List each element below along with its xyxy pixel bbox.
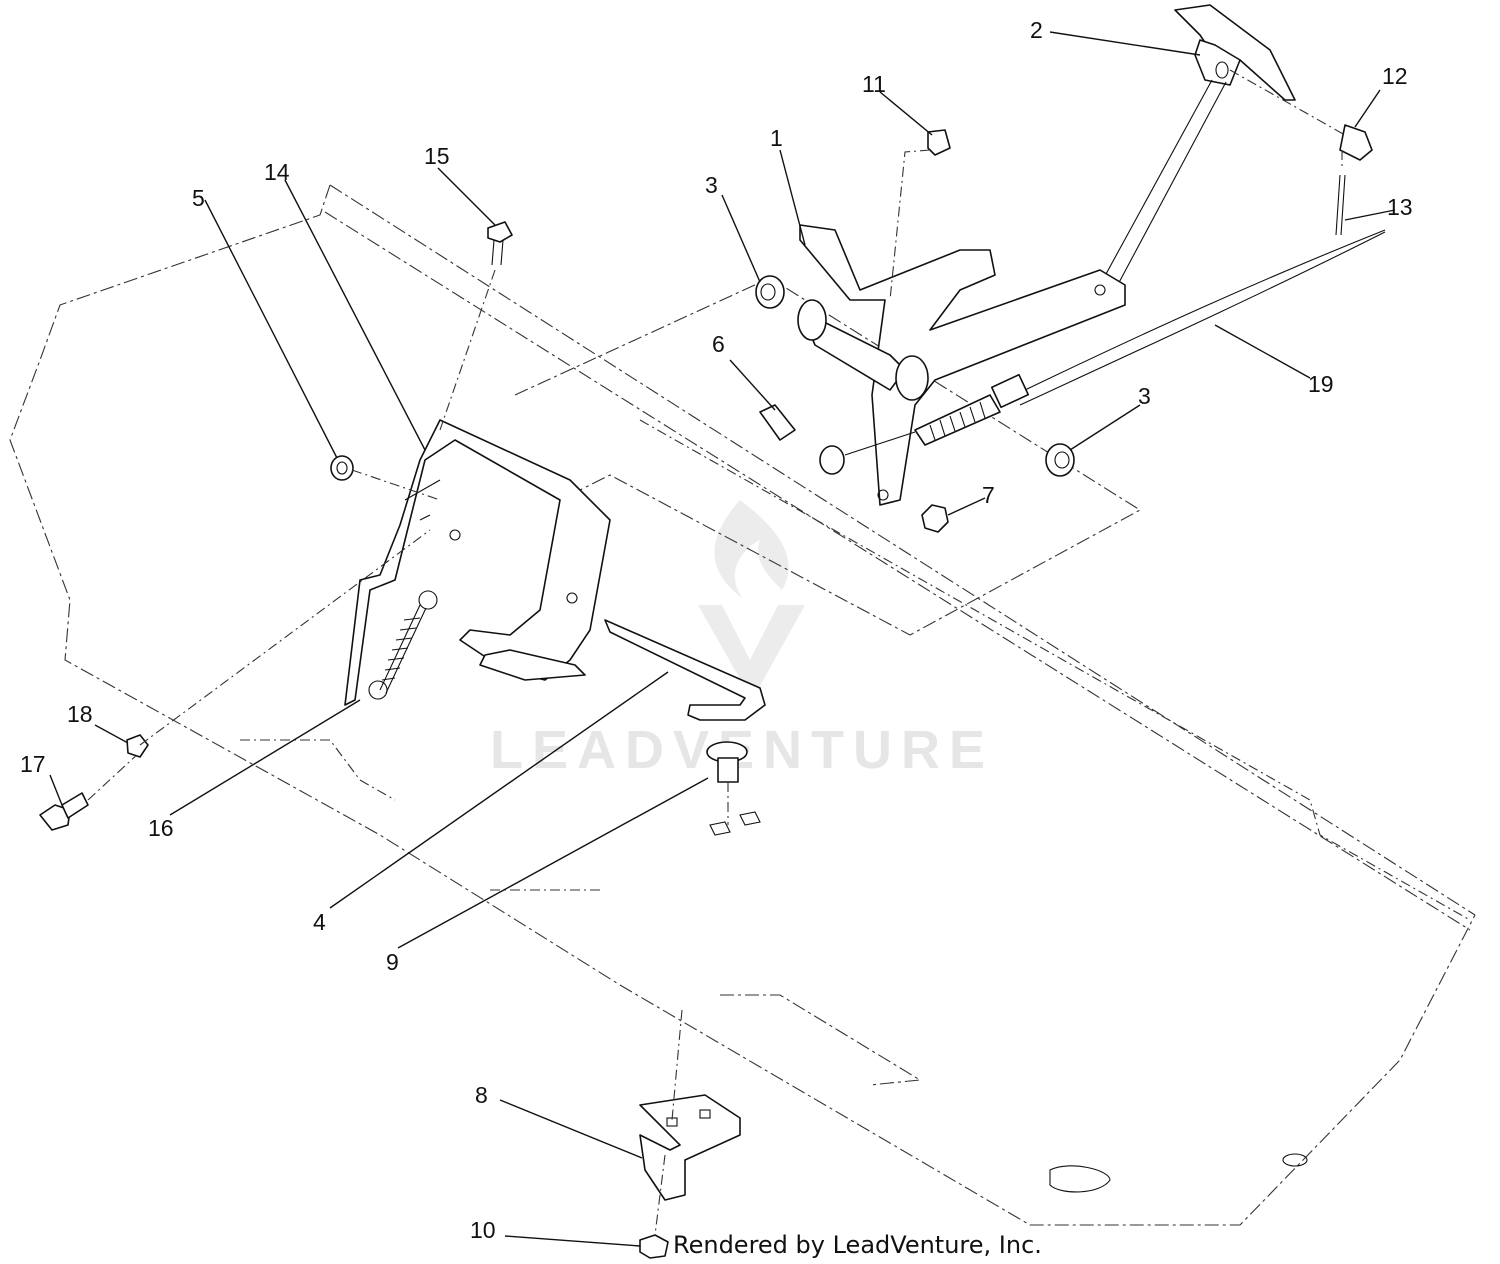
callout-10: 10 [470, 1217, 496, 1243]
callout-5: 5 [192, 185, 205, 211]
callouts: 1 2 3 3 4 5 6 7 8 9 10 11 12 13 14 15 16… [20, 17, 1413, 1243]
lower-nut [639, 1154, 669, 1259]
fitting-centerline [889, 149, 931, 301]
lower-bracket [639, 1009, 741, 1201]
brake-cable [844, 229, 1386, 456]
brake-shaft-assembly [797, 224, 1126, 506]
callout-13: 13 [1387, 194, 1413, 220]
cotter-pin [1335, 150, 1346, 236]
leader-lines [49, 31, 1396, 1247]
callout-6: 6 [712, 331, 725, 357]
extension-spring [368, 590, 438, 700]
callout-2: 2 [1030, 17, 1043, 43]
hex-nut-lower [126, 734, 149, 758]
callout-7: 7 [982, 482, 995, 508]
callout-18: 18 [67, 701, 93, 727]
lower-bolt-centerline [139, 529, 431, 746]
callout-16: 16 [148, 815, 174, 841]
callout-12: 12 [1382, 63, 1408, 89]
v-logo-icon [698, 605, 805, 700]
mounting-bracket [344, 419, 611, 706]
frame-phantom [9, 184, 1476, 1226]
callout-8: 8 [475, 1082, 488, 1108]
brake-pedal [1099, 4, 1296, 291]
callout-14: 14 [264, 159, 290, 185]
carriage-bolt [706, 741, 761, 836]
callout-15: 15 [424, 143, 450, 169]
rendered-by-credit: Rendered by LeadVenture, Inc. [673, 1231, 1042, 1259]
bushing-right [1045, 443, 1075, 477]
callout-3-left: 3 [705, 172, 718, 198]
callout-4: 4 [313, 909, 326, 935]
star-washer [330, 455, 441, 501]
bushing-left [755, 275, 785, 309]
grease-fitting [927, 129, 951, 156]
flame-logo-icon [714, 500, 789, 598]
brake-rod [604, 619, 766, 721]
callout-17: 17 [20, 751, 46, 777]
hex-bolt-top [439, 221, 513, 431]
callout-1: 1 [770, 125, 783, 151]
hex-bolt-lower [39, 751, 141, 831]
shoulder-bolt [759, 404, 845, 475]
callout-19: 19 [1308, 371, 1334, 397]
callout-11: 11 [862, 71, 886, 97]
callout-3-right: 3 [1138, 383, 1151, 409]
callout-9: 9 [386, 949, 399, 975]
clevis-pin [1229, 69, 1373, 161]
flange-nut [921, 504, 949, 533]
assembly-boundary [514, 277, 1142, 636]
